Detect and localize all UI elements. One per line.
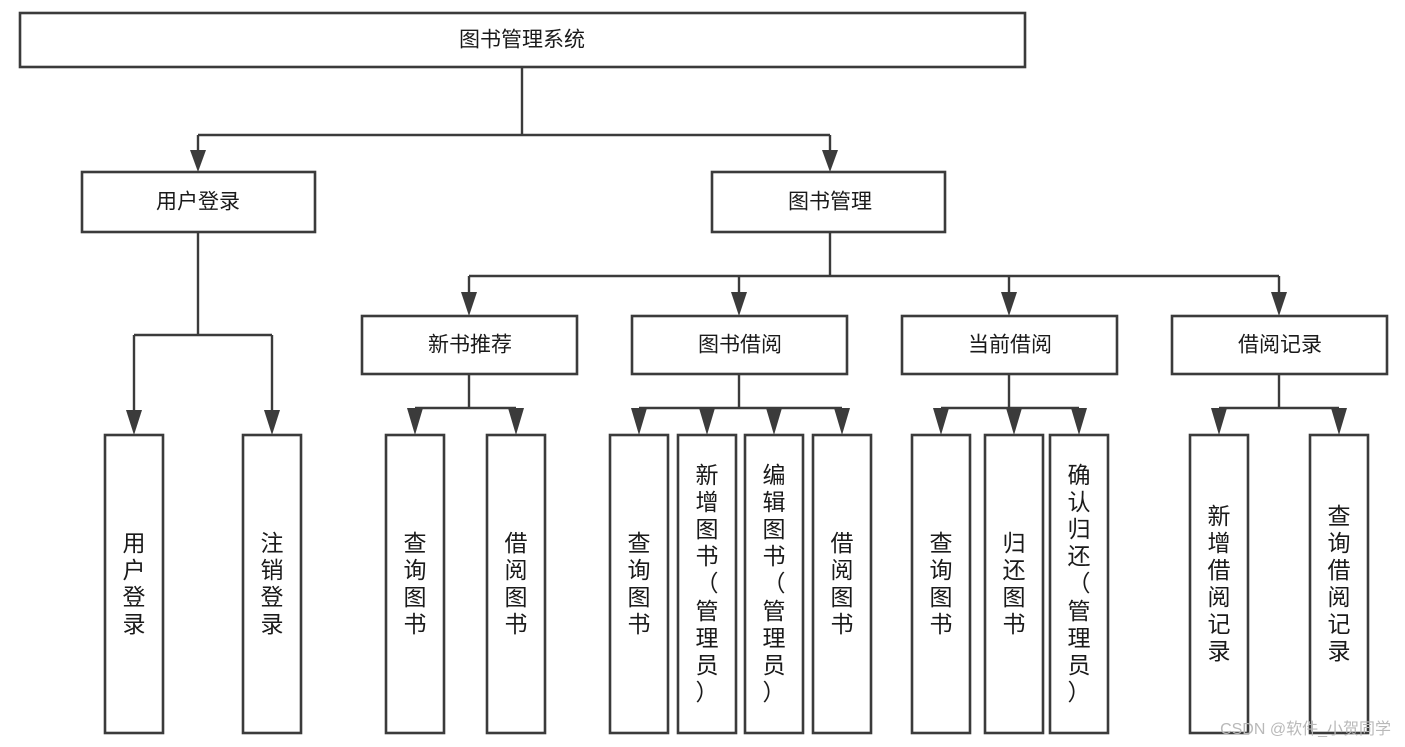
arrowhead-leaf-user-login — [126, 410, 142, 435]
node-book-management[interactable]: 图书管理 — [710, 170, 947, 234]
arrowhead-leaf-edit-book — [766, 408, 782, 435]
node-book-management-label: 图书管理 — [788, 191, 872, 214]
arrowhead-leaf-borrow-book — [834, 408, 850, 435]
arrowhead-current-borrow — [1001, 292, 1017, 316]
connector-group-new-book-recommend — [407, 374, 524, 435]
leaf-borrow-book-box[interactable] — [811, 433, 873, 735]
node-user-login-box[interactable] — [80, 170, 317, 234]
arrowhead-borrow-records — [1271, 292, 1287, 316]
arrowhead-leaf-query-book-borrow — [631, 408, 647, 435]
arrowhead-leaf-borrow-book-rec — [508, 408, 524, 435]
node-borrow-records-box[interactable] — [1170, 314, 1389, 376]
node-root[interactable]: 图书管理系统 — [18, 11, 1027, 69]
leaf-query-book-rec-box[interactable] — [384, 433, 446, 735]
node-book-borrow[interactable]: 图书借阅 — [630, 314, 849, 376]
leaf-boxes — [103, 433, 1370, 735]
node-root-label: 图书管理系统 — [459, 29, 585, 52]
arrowhead-leaf-add-record — [1211, 408, 1227, 435]
node-root-box[interactable] — [18, 11, 1027, 69]
connector-group-user-login — [126, 232, 280, 435]
leaf-add-record-box[interactable] — [1188, 433, 1250, 735]
arrowhead-leaf-confirm-return — [1071, 408, 1087, 435]
arrowhead-book-borrow — [731, 292, 747, 316]
arrowhead-user-login — [190, 150, 206, 172]
node-user-login-label: 用户登录 — [156, 191, 240, 214]
node-new-book-recommend[interactable]: 新书推荐 — [360, 314, 579, 376]
node-new-book-recommend-box[interactable] — [360, 314, 579, 376]
leaf-logout-box[interactable] — [241, 433, 303, 735]
leaf-add-book-box[interactable] — [676, 433, 738, 735]
leaf-user-login-box[interactable] — [103, 433, 165, 735]
connector-group-book-borrow — [631, 374, 850, 435]
node-book-borrow-box[interactable] — [630, 314, 849, 376]
node-borrow-records-label: 借阅记录 — [1238, 334, 1322, 357]
arrowhead-leaf-query-book-rec — [407, 408, 423, 435]
leaf-borrow-book-rec-box[interactable] — [485, 433, 547, 735]
leaf-query-book-borrow-box[interactable] — [608, 433, 670, 735]
arrowhead-leaf-add-book — [699, 408, 715, 435]
connector-group-borrow-records — [1211, 374, 1347, 435]
leaf-query-book-current-box[interactable] — [910, 433, 972, 735]
arrowhead-leaf-query-book-current — [933, 408, 949, 435]
connector-group-book-management — [461, 232, 1287, 316]
connector-group-current-borrow — [933, 374, 1087, 435]
node-book-borrow-label: 图书借阅 — [698, 334, 782, 357]
node-user-login[interactable]: 用户登录 — [80, 170, 317, 234]
connector-group-root — [190, 67, 838, 172]
arrowhead-leaf-logout — [264, 410, 280, 435]
node-current-borrow-label: 当前借阅 — [968, 334, 1052, 357]
node-current-borrow[interactable]: 当前借阅 — [900, 314, 1119, 376]
node-new-book-recommend-label: 新书推荐 — [428, 334, 512, 357]
leaf-return-book-box[interactable] — [983, 433, 1045, 735]
watermark: CSDN @软件_小贺同学 — [1220, 721, 1391, 738]
arrowhead-book-management — [822, 150, 838, 172]
node-borrow-records[interactable]: 借阅记录 — [1170, 314, 1389, 376]
node-current-borrow-box[interactable] — [900, 314, 1119, 376]
arrowhead-leaf-return-book — [1006, 408, 1022, 435]
node-book-management-box[interactable] — [710, 170, 947, 234]
leaf-query-record-box[interactable] — [1308, 433, 1370, 735]
leaf-confirm-return-box[interactable] — [1048, 433, 1110, 735]
arrowhead-new-book-recommend — [461, 292, 477, 316]
arrowhead-leaf-query-record — [1331, 408, 1347, 435]
leaf-edit-book-box[interactable] — [743, 433, 805, 735]
